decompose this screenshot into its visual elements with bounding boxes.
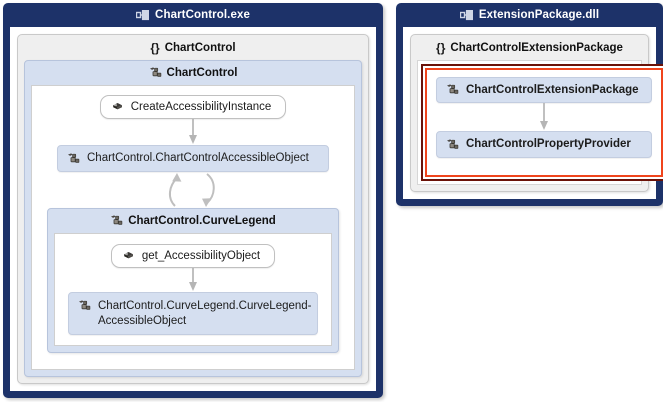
- assembly-body: {} ChartControl: [10, 27, 376, 391]
- namespace-braces-icon: {}: [436, 40, 446, 55]
- assembly-extensionpackage-dll[interactable]: ExtensionPackage.dll {} ChartControlExte…: [396, 3, 663, 206]
- namespace-name: ChartControlExtensionPackage: [450, 41, 623, 54]
- node-label: ChartControlPropertyProvider: [466, 138, 631, 151]
- namespace-name: ChartControl: [164, 41, 236, 54]
- assembly-title-bar: ExtensionPackage.dll: [396, 3, 663, 27]
- class-icon: [78, 300, 91, 312]
- typegroup-chartcontrol[interactable]: ChartControl: [24, 60, 362, 377]
- node-class-curvelegend-accessibleobject[interactable]: ChartControl.CurveLegend.CurveLegend-Acc…: [68, 292, 318, 335]
- namespace-content-frame: ChartControlExtensionPackage: [417, 60, 663, 185]
- assembly-title-bar: ChartControl.exe: [3, 3, 383, 27]
- arrows-bidirectional-accessibleobject-curvelegend: [155, 172, 231, 208]
- typegroup-name: ChartControl.CurveLegend: [128, 214, 276, 227]
- assembly-body: {} ChartControlExtensionPackage: [403, 27, 663, 199]
- namespace-title: {} ChartControlExtensionPackage: [417, 35, 642, 60]
- class-icon: [149, 67, 162, 79]
- method-icon: [111, 102, 124, 112]
- namespace-title: {} ChartControl: [24, 35, 362, 60]
- node-class-chartcontrolaccessibleobject[interactable]: ChartControl.ChartControlAccessibleObjec…: [57, 145, 329, 172]
- namespace-chartcontrol[interactable]: {} ChartControl: [17, 34, 369, 384]
- assembly-chartcontrol-exe[interactable]: ChartControl.exe {} ChartControl: [3, 3, 383, 398]
- namespace-braces-icon: {}: [150, 40, 160, 55]
- namespace-chartcontrolextensionpackage[interactable]: {} ChartControlExtensionPackage: [410, 34, 663, 192]
- class-icon: [110, 215, 123, 227]
- arrow-method-to-accessibleobject: [185, 119, 201, 145]
- assembly-icon: [135, 9, 150, 21]
- highlight-border-outer: ChartControlExtensionPackage: [421, 64, 663, 181]
- class-icon: [446, 138, 459, 151]
- method-icon: [122, 251, 135, 261]
- node-method-get-accessibilityobject[interactable]: get_AccessibilityObject: [110, 243, 276, 269]
- typegroup-chartcontrol-curvelegend[interactable]: ChartControl.CurveLegend: [47, 207, 339, 353]
- typegroup-name: ChartControl: [166, 67, 238, 79]
- typegroup-title: ChartControl.CurveLegend: [54, 209, 332, 233]
- typegroup-title: ChartControl: [31, 61, 355, 85]
- node-label: CreateAccessibilityInstance: [130, 101, 272, 113]
- node-label: ChartControl.ChartControlAccessibleObjec…: [87, 152, 309, 165]
- arrow-extensionpackage-to-propertyprovider: [536, 103, 552, 131]
- assembly-name: ChartControl.exe: [155, 9, 250, 21]
- node-label: ChartControlExtensionPackage: [466, 84, 639, 96]
- class-icon: [67, 152, 80, 165]
- node-label: ChartControl.CurveLegend.CurveLegend-Acc…: [98, 300, 312, 327]
- node-class-chartcontrolpropertyprovider[interactable]: ChartControlPropertyProvider: [436, 131, 652, 158]
- typegroup-body: get_AccessibilityObject: [54, 232, 332, 346]
- class-icon: [446, 84, 459, 96]
- arrow-getter-to-curvelegend-accessibleobject: [185, 268, 201, 292]
- assembly-icon: [459, 9, 473, 21]
- highlight-border-inner: ChartControlExtensionPackage: [425, 68, 663, 177]
- node-method-createaccessibilityinstance[interactable]: CreateAccessibilityInstance: [99, 95, 287, 120]
- typegroup-body: CreateAccessibilityInstance: [31, 85, 355, 370]
- node-label: get_AccessibilityObject: [141, 249, 261, 262]
- assembly-name: ExtensionPackage.dll: [478, 9, 600, 21]
- node-class-chartcontrolextensionpackage[interactable]: ChartControlExtensionPackage: [436, 77, 652, 104]
